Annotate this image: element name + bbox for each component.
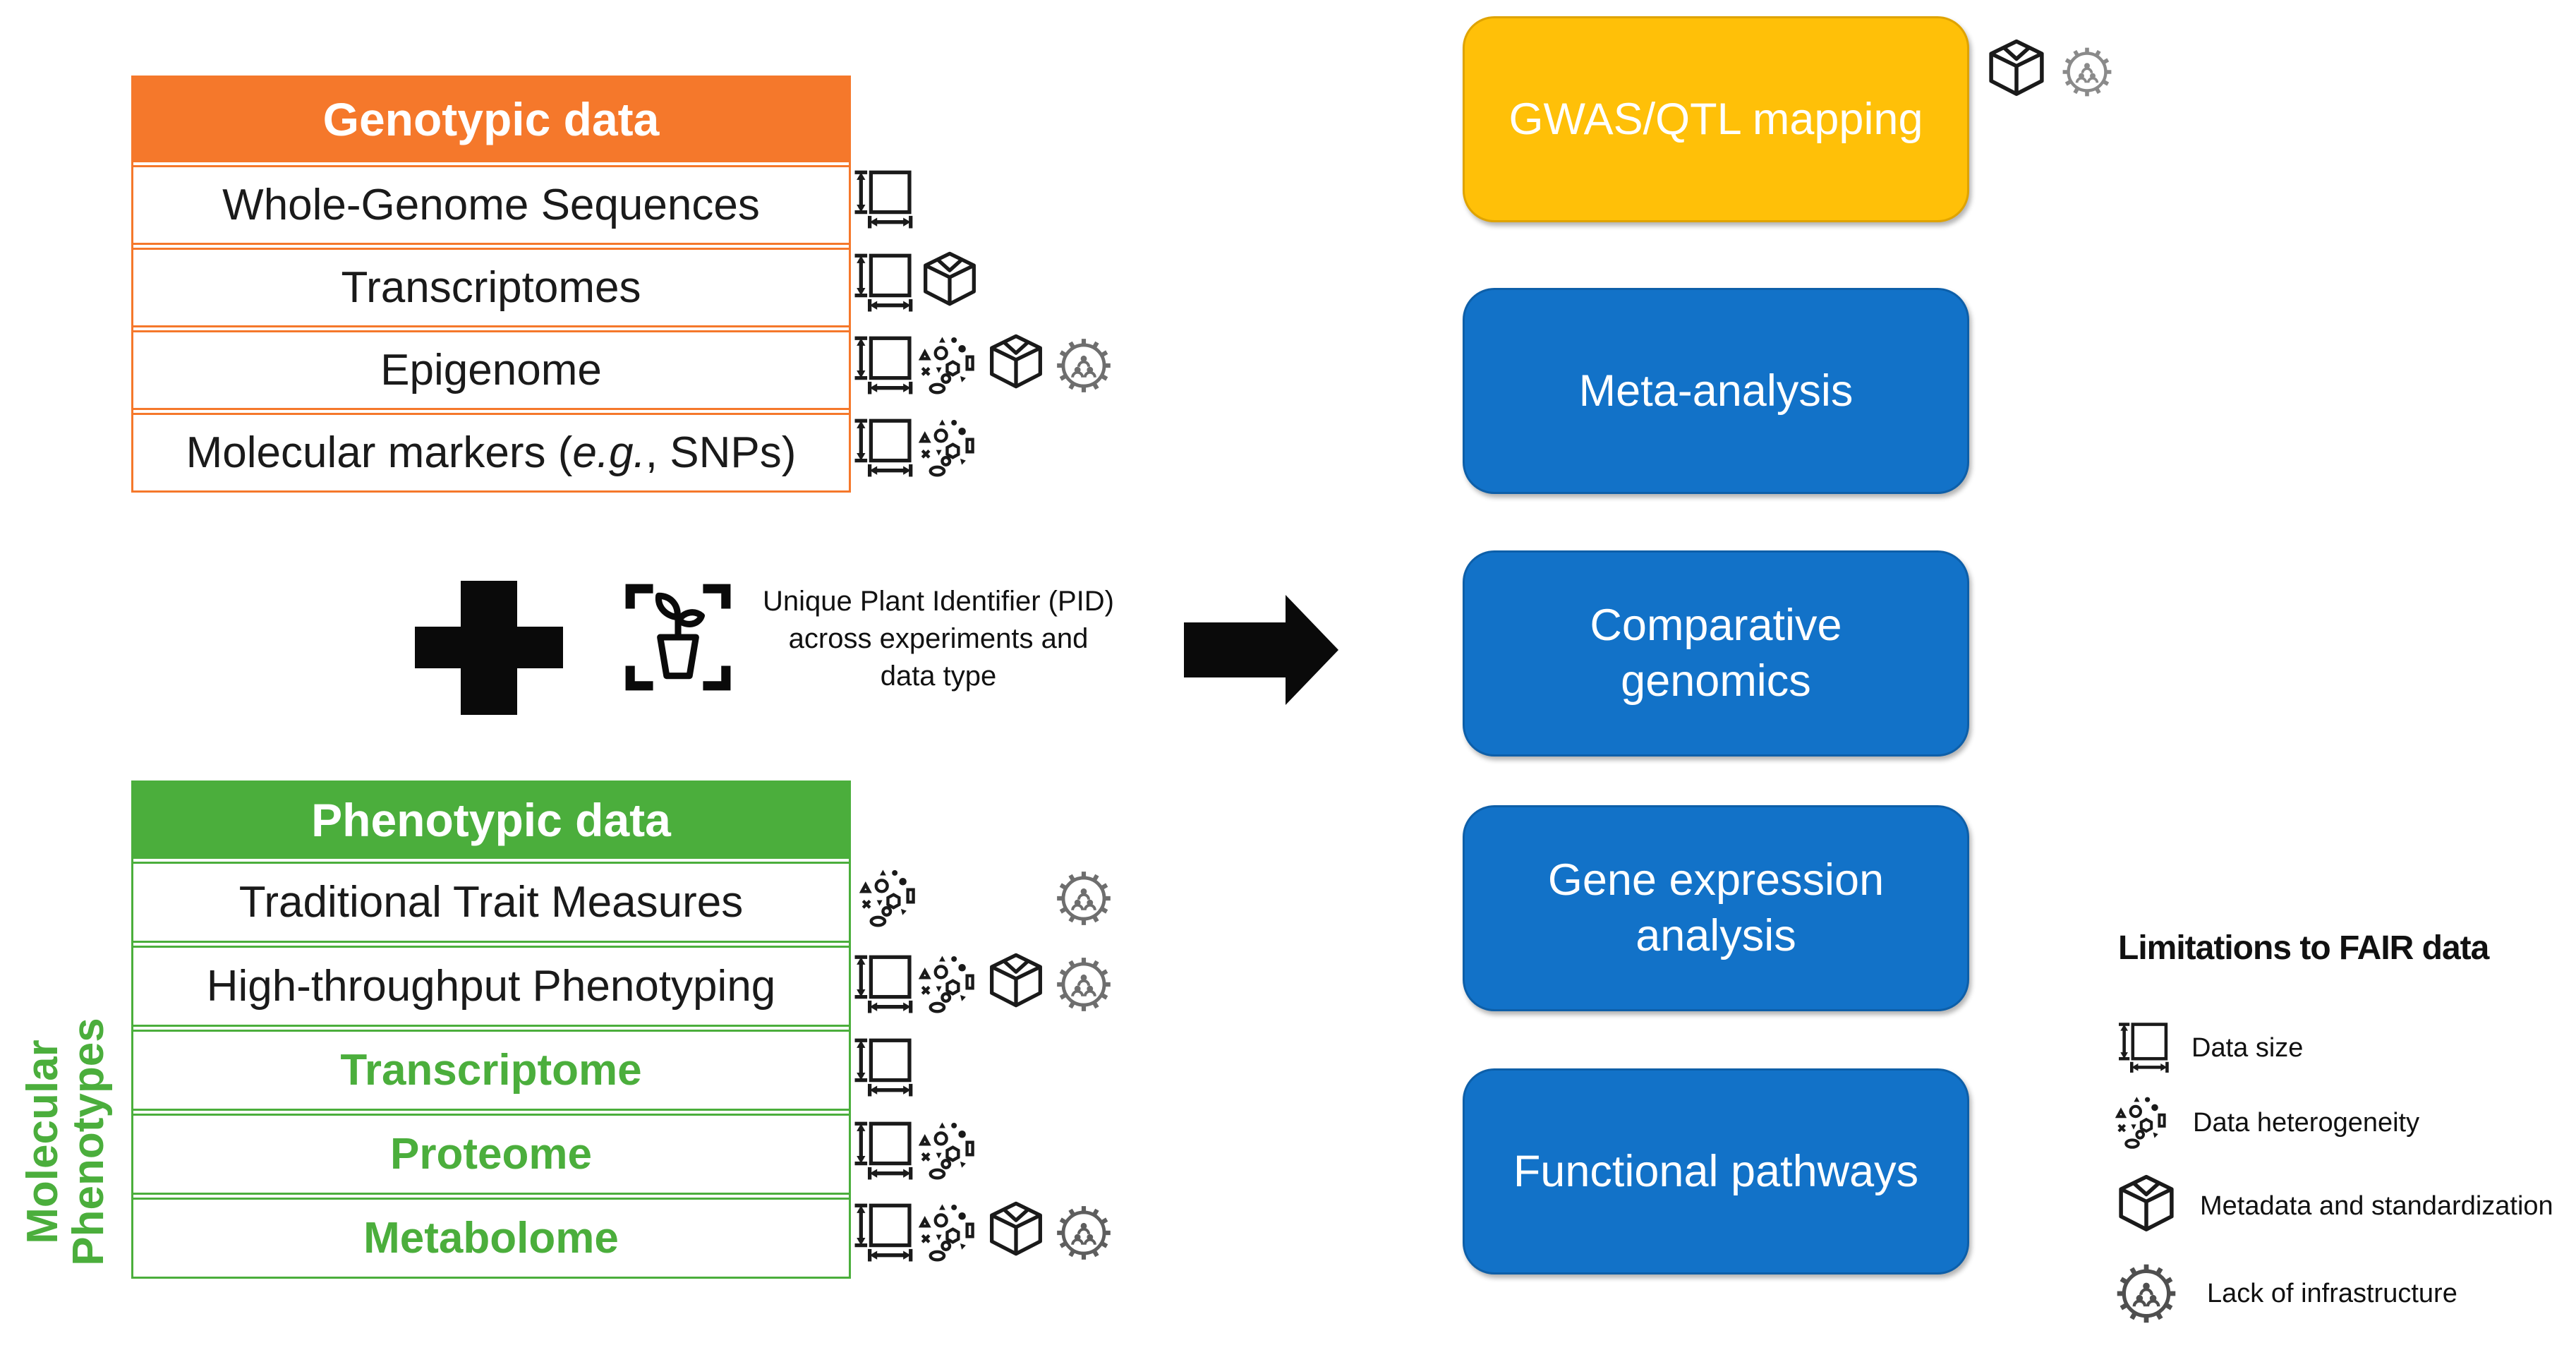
analysis-box-comparative-genomics: Comparative genomics: [1463, 550, 1969, 757]
data-size-icon: [852, 416, 914, 481]
data-size-icon: [852, 1119, 914, 1183]
table-row: Traditional Trait Measures: [133, 857, 849, 941]
analysis-box-functional-pathways: Functional pathways: [1463, 1068, 1969, 1274]
analysis-label: Gene expression analysis: [1547, 855, 1885, 960]
data-heterogeneity-icon: [2115, 1093, 2172, 1152]
row-label: Whole-Genome Sequences: [222, 181, 760, 229]
genotypic-header: Genotypic data: [133, 78, 849, 160]
table-row: Transcriptomes: [133, 243, 849, 325]
table-row: High-throughput Phenotyping: [133, 941, 849, 1025]
analysis-box-meta-analysis: Meta-analysis: [1463, 288, 1969, 494]
data-heterogeneity-icon: [919, 952, 981, 1017]
table-row: Metabolome: [133, 1193, 849, 1277]
plus-icon: [415, 581, 563, 715]
row-label: Molecular markers (e.g., SNPs): [186, 428, 797, 477]
legend-item-data-size: Data size: [2117, 1018, 2303, 1078]
data-heterogeneity-icon: [919, 1200, 981, 1265]
legend-item-label: Lack of infrastructure: [2207, 1278, 2457, 1308]
data-size-icon: [2117, 1020, 2170, 1076]
analysis-label: Functional pathways: [1513, 1146, 1919, 1196]
infrastructure-gear-icon: [1053, 866, 1115, 931]
infrastructure-gear-icon: [2112, 1258, 2180, 1329]
analysis-box-gwas: GWAS/QTL mapping: [1463, 16, 1969, 222]
infrastructure-gear-icon: [1053, 1200, 1115, 1265]
infrastructure-gear-icon: [2059, 42, 2115, 102]
row-label: Traditional Trait Measures: [238, 878, 744, 927]
arrow-right-icon: [1184, 595, 1338, 705]
data-size-icon: [852, 167, 914, 232]
row-label: Metabolome: [363, 1214, 619, 1262]
plant-id-icon: [624, 580, 732, 694]
analysis-label: Comparative genomics: [1590, 601, 1842, 706]
phenotypic-table: Phenotypic data Traditional Trait Measur…: [131, 781, 851, 1279]
analysis-label: GWAS/QTL mapping: [1508, 94, 1923, 144]
phenotypic-header-label: Phenotypic data: [311, 793, 671, 846]
metadata-cube-icon: [985, 332, 1047, 397]
row-label: High-throughput Phenotyping: [206, 962, 776, 1011]
legend-item-data-heterogeneity: Data heterogeneity: [2115, 1092, 2419, 1153]
data-heterogeneity-icon: [919, 1119, 981, 1183]
metadata-cube-icon: [919, 249, 981, 314]
analysis-label: Meta-analysis: [1578, 366, 1854, 416]
data-heterogeneity-icon: [859, 866, 921, 931]
data-size-icon: [852, 952, 914, 1017]
metadata-cube-icon: [2114, 1172, 2179, 1240]
metadata-cube-icon: [1984, 37, 2049, 104]
data-size-icon: [852, 333, 914, 398]
table-row: Epigenome: [133, 325, 849, 408]
table-row: Transcriptome: [133, 1025, 849, 1109]
genotypic-table: Genotypic data Whole-Genome Sequences Tr…: [131, 76, 851, 493]
data-heterogeneity-icon: [919, 416, 981, 481]
analysis-box-gene-expression: Gene expression analysis: [1463, 805, 1969, 1011]
table-row: Proteome: [133, 1109, 849, 1193]
data-heterogeneity-icon: [919, 333, 981, 398]
data-size-icon: [852, 251, 914, 315]
data-size-icon: [852, 1035, 914, 1100]
data-size-icon: [852, 1200, 914, 1265]
row-label: Transcriptomes: [341, 263, 641, 312]
legend-item-metadata: Metadata and standardization: [2114, 1171, 2553, 1241]
table-row: Whole-Genome Sequences: [133, 160, 849, 243]
infrastructure-gear-icon: [1053, 333, 1115, 398]
pid-annotation: Unique Plant Identifier (PID) across exp…: [762, 586, 1114, 692]
infrastructure-gear-icon: [1053, 952, 1115, 1017]
metadata-cube-icon: [985, 951, 1047, 1015]
row-label: Transcriptome: [340, 1046, 642, 1095]
legend-item-label: Data size: [2191, 1032, 2304, 1063]
legend-item-label: Metadata and standardization: [2200, 1191, 2553, 1221]
metadata-cube-icon: [985, 1199, 1047, 1264]
table-row: Molecular markers (e.g., SNPs): [133, 408, 849, 490]
genotypic-header-label: Genotypic data: [322, 92, 660, 145]
legend-item-infrastructure: Lack of infrastructure: [2112, 1258, 2457, 1330]
phenotypic-header: Phenotypic data: [133, 783, 849, 857]
row-label: Epigenome: [380, 346, 602, 394]
molecular-phenotypes-axis-label: Molecular Phenotypes: [18, 1018, 113, 1266]
legend-title: Limitations to FAIR data: [2118, 929, 2489, 967]
legend-item-label: Data heterogeneity: [2193, 1107, 2420, 1138]
row-label: Proteome: [390, 1130, 592, 1179]
